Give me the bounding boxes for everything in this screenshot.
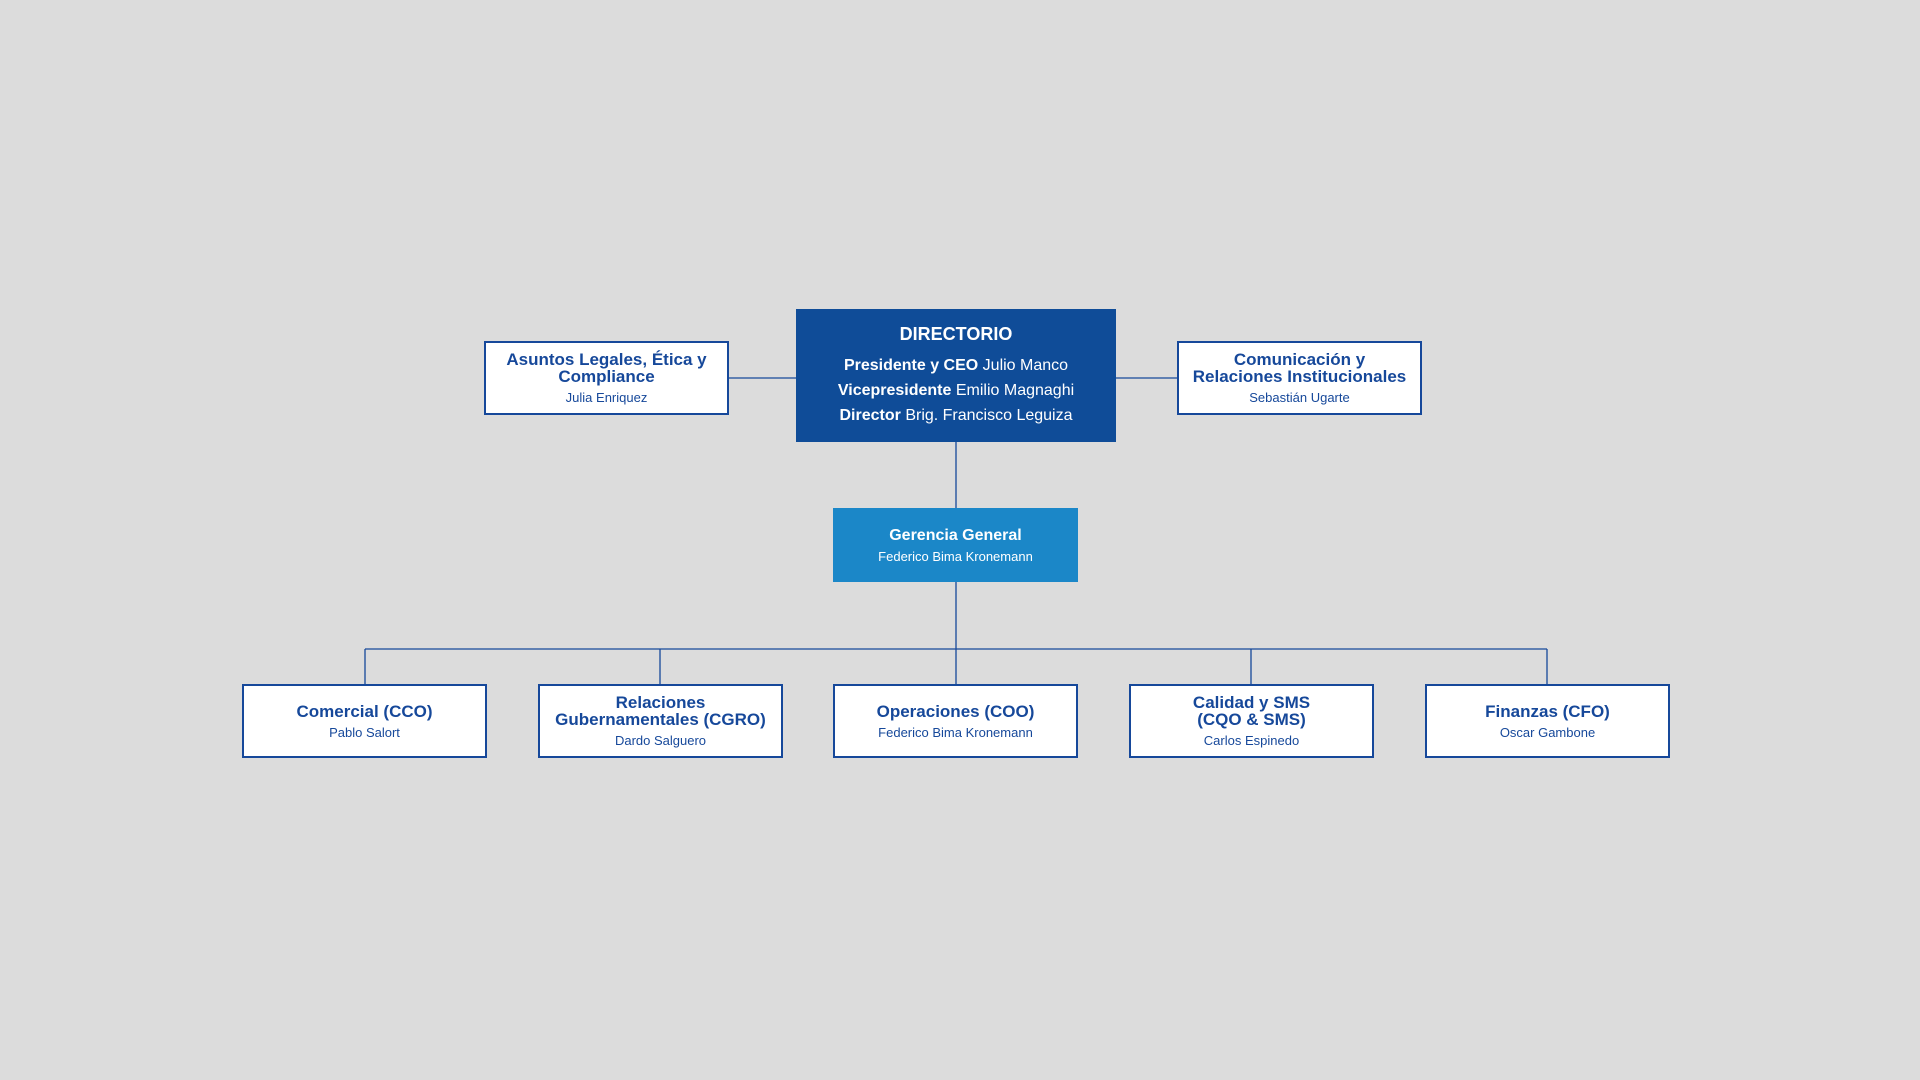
advisor-communication-title: Comunicación y Relaciones Institucionale… bbox=[1192, 350, 1407, 386]
department-title: Relaciones Gubernamentales (CGRO) bbox=[555, 693, 766, 729]
department-person: Carlos Espinedo bbox=[1203, 733, 1300, 748]
department-box-government-relations: Relaciones Gubernamentales (CGRO) Dardo … bbox=[538, 684, 783, 758]
board-member-name: Julio Manco bbox=[982, 356, 1069, 374]
department-title: Operaciones (COO) bbox=[876, 701, 1035, 721]
board-member-role: Presidente y CEO bbox=[843, 356, 979, 374]
board-title: DIRECTORIO bbox=[899, 323, 1013, 344]
board-member-name: Brig. Francisco Leguiza bbox=[905, 406, 1073, 424]
board-box: DIRECTORIO Presidente y CEO Julio Manco … bbox=[796, 309, 1116, 442]
department-title: Finanzas (CFO) bbox=[1485, 701, 1610, 721]
department-box-commercial: Comercial (CCO) Pablo Salort bbox=[242, 684, 487, 758]
department-person: Dardo Salguero bbox=[614, 733, 707, 748]
board-member-role: Vicepresidente bbox=[837, 381, 952, 399]
department-person: Pablo Salort bbox=[329, 724, 400, 740]
department-title: Comercial (CCO) bbox=[296, 701, 433, 721]
board-member: Director Brig. Francisco Leguiza bbox=[840, 403, 1073, 428]
board-member: Presidente y CEO Julio Manco bbox=[844, 353, 1068, 378]
general-management-title: Gerencia General bbox=[889, 526, 1022, 544]
advisor-legal-box: Asuntos Legales, Ética y Compliance Juli… bbox=[484, 341, 729, 415]
advisor-communication-person: Sebastián Ugarte bbox=[1249, 390, 1350, 405]
department-title: Calidad y SMS (CQO & SMS) bbox=[1192, 693, 1311, 729]
board-member-name: Emilio Magnaghi bbox=[955, 381, 1075, 399]
department-box-quality: Calidad y SMS (CQO & SMS) Carlos Espined… bbox=[1129, 684, 1374, 758]
general-management-box: Gerencia General Federico Bima Kronemann bbox=[833, 508, 1078, 582]
board-member-role: Director bbox=[839, 406, 901, 424]
department-person: Federico Bima Kronemann bbox=[878, 724, 1033, 740]
general-management-person: Federico Bima Kronemann bbox=[878, 548, 1033, 564]
department-box-operations: Operaciones (COO) Federico Bima Kroneman… bbox=[833, 684, 1078, 758]
advisor-communication-box: Comunicación y Relaciones Institucionale… bbox=[1177, 341, 1422, 415]
advisor-legal-title: Asuntos Legales, Ética y Compliance bbox=[506, 350, 707, 386]
board-member: Vicepresidente Emilio Magnaghi bbox=[838, 378, 1074, 403]
advisor-legal-person: Julia Enriquez bbox=[565, 390, 648, 405]
department-box-finance: Finanzas (CFO) Oscar Gambone bbox=[1425, 684, 1670, 758]
department-person: Oscar Gambone bbox=[1499, 724, 1596, 740]
